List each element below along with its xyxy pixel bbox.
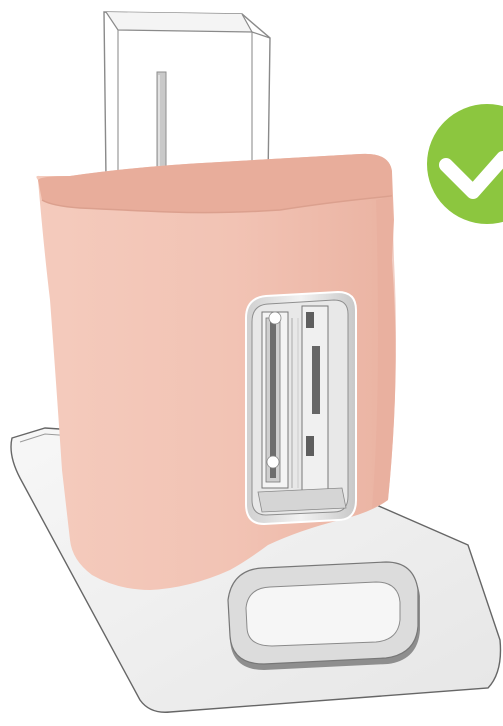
checkmark-icon — [427, 104, 503, 224]
cartridge-socket — [246, 292, 356, 524]
clear-insert-block — [104, 12, 270, 178]
foot-pad — [228, 562, 420, 670]
